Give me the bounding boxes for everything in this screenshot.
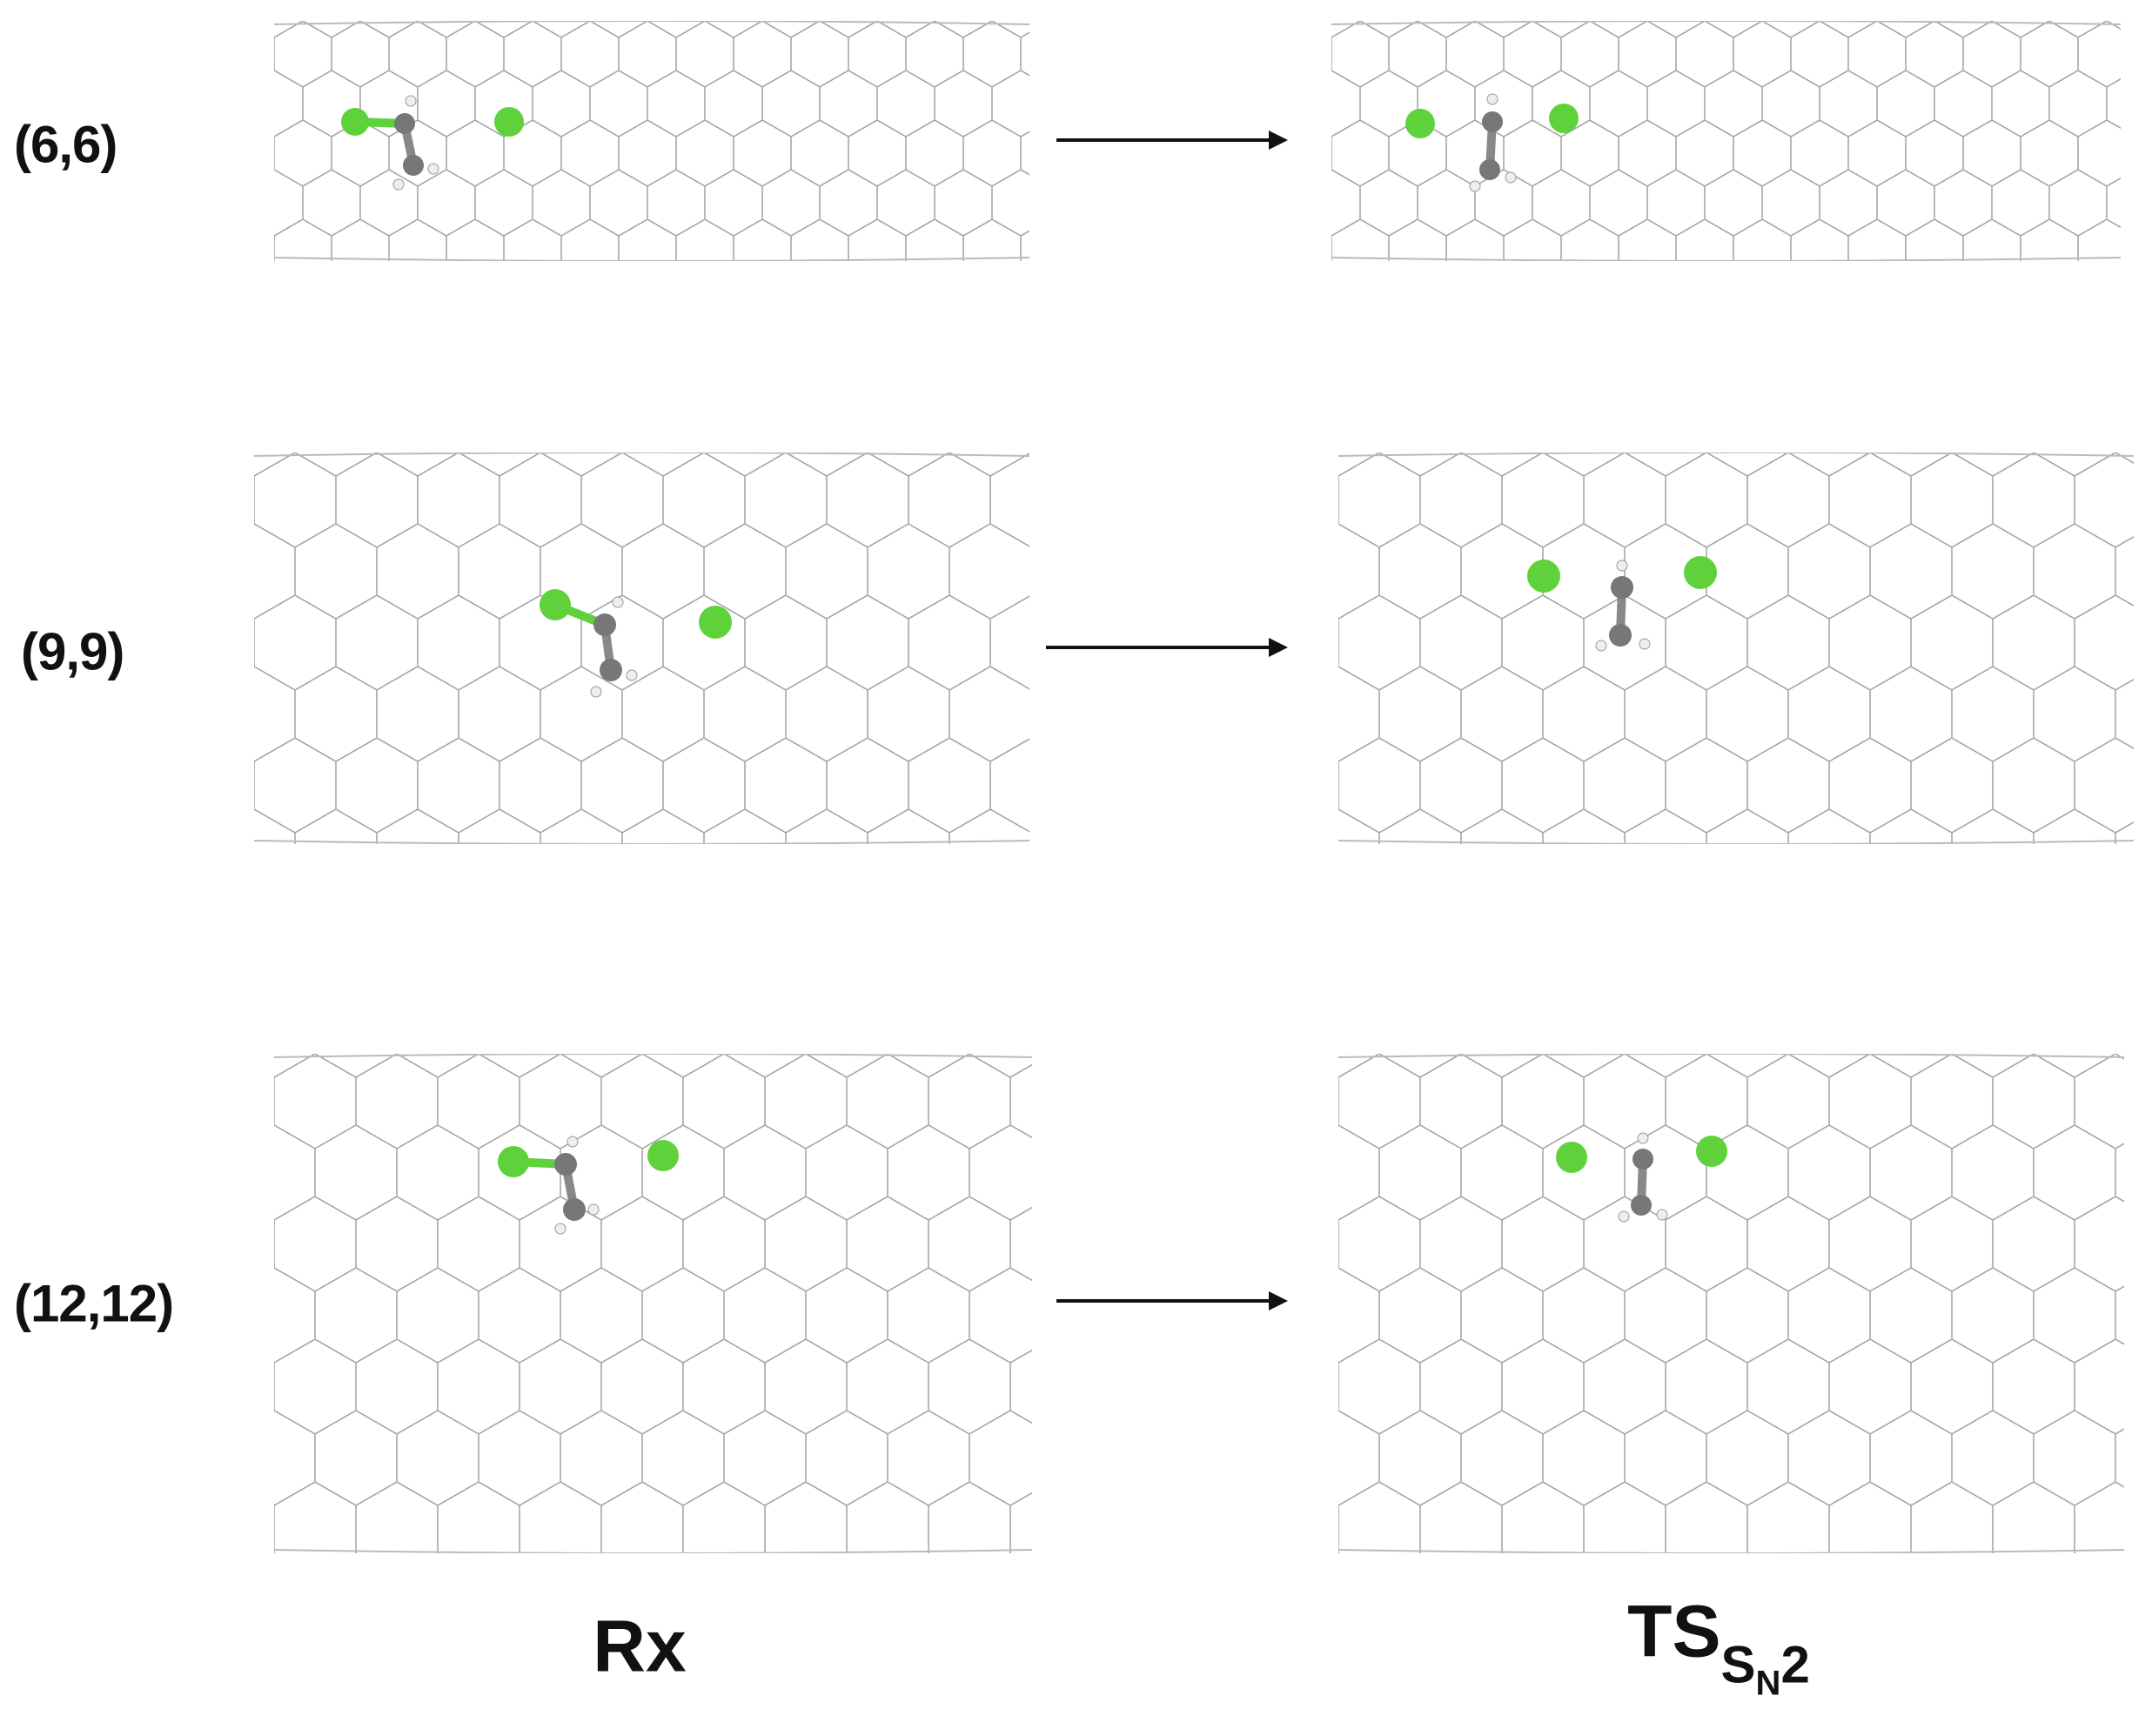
ts-tail: 2 bbox=[1780, 1635, 1810, 1694]
row-label-6-6: (6,6) bbox=[14, 115, 117, 174]
molecule-12-12-reactant bbox=[487, 1123, 714, 1253]
molecule-6-6-ts bbox=[1392, 87, 1610, 200]
chlorine-atom bbox=[341, 108, 369, 136]
reaction-arrow-6-6 bbox=[1056, 131, 1288, 150]
nanotube-12-12-ts bbox=[1338, 1054, 2124, 1553]
nanotube-12-12-reactant bbox=[274, 1054, 1032, 1553]
ts-sub: S bbox=[1720, 1635, 1756, 1694]
chlorine-atom bbox=[1405, 109, 1435, 138]
chlorine-atom bbox=[1549, 104, 1579, 133]
carbon-atom bbox=[403, 155, 424, 176]
chloride-ion bbox=[494, 107, 524, 137]
carbon-atom bbox=[394, 113, 415, 134]
nanotube-6-6-reactant bbox=[274, 21, 1029, 261]
ts-subsub: N bbox=[1755, 1664, 1781, 1703]
molecule-9-9-reactant bbox=[522, 574, 748, 705]
column-label-transition-state: TSSN2 bbox=[1627, 1590, 1810, 1704]
column-label-reactant: Rx bbox=[593, 1605, 687, 1687]
nanotube-9-9-reactant bbox=[254, 452, 1029, 844]
row-label-12-12: (12,12) bbox=[14, 1274, 174, 1333]
ts-main: TS bbox=[1627, 1590, 1721, 1672]
nanotube-9-9-ts bbox=[1338, 452, 2134, 844]
reaction-arrow-12-12 bbox=[1056, 1291, 1288, 1310]
row-label-9-9: (9,9) bbox=[21, 622, 124, 681]
molecule-6-6-reactant bbox=[331, 87, 548, 200]
molecule-9-9-ts bbox=[1514, 548, 1740, 679]
nanotube-6-6-ts bbox=[1331, 21, 2121, 261]
molecule-12-12-ts bbox=[1540, 1123, 1767, 1253]
reaction-arrow-9-9 bbox=[1046, 638, 1288, 657]
